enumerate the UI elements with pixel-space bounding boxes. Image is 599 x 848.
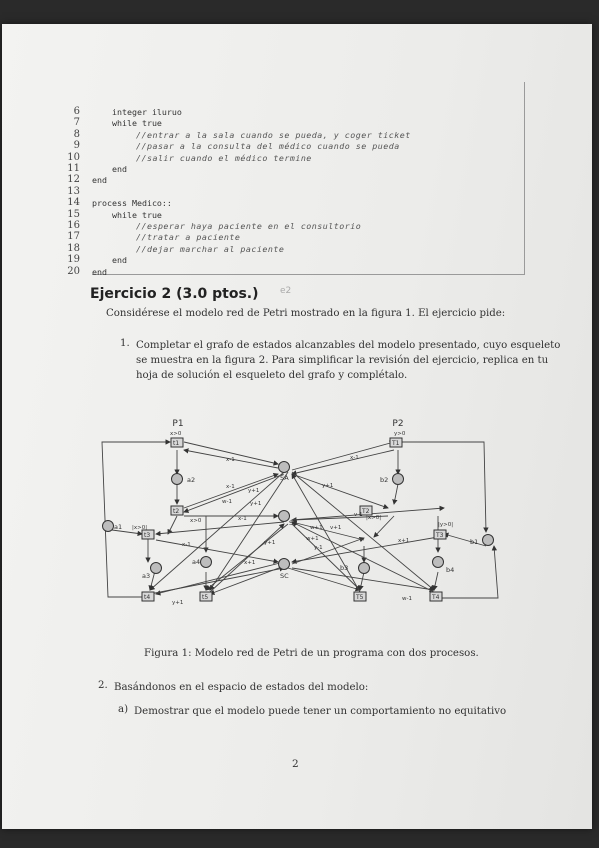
code-line-number: 12: [67, 174, 80, 186]
petri-net-figure: P1 P2 a2 a1 a3 a4 b2 b1 b3 b4: [98, 412, 506, 630]
place-a1-label: a1: [114, 523, 122, 531]
op-18: w-1: [402, 596, 412, 602]
code-line-number: 19: [67, 254, 80, 266]
exercise-intro: Considérese el modelo red de Petri mostr…: [106, 308, 506, 319]
code-line-number: 20: [67, 265, 80, 277]
page-number: 2: [292, 758, 299, 770]
op-5: y+1: [250, 501, 261, 507]
op-10: y+1: [264, 540, 275, 546]
code-line-text: while true: [92, 209, 162, 220]
paper-sheet: 6 integer iluruo 7 while true 8 //entrar a…: [2, 24, 592, 829]
code-line-text: while true: [92, 118, 162, 129]
op-13: v+1: [330, 525, 341, 531]
place-sb-label: SB: [289, 519, 298, 527]
item-1-number: 1.: [120, 338, 130, 349]
item-2-text: Basándonos en el espacio de estados del …: [114, 682, 369, 693]
place-sc-label: SC: [280, 572, 289, 580]
op-17: x+1: [398, 538, 409, 544]
item-2a-text: Demostrar que el modelo puede tener un c…: [134, 706, 507, 717]
petri-net-diagram: P1 P2 a2 a1 a3 a4 b2 b1 b3 b4: [101, 419, 499, 606]
item-2-number: 2.: [98, 680, 108, 691]
item-1-line-2: se muestra en la figura 2. Para simplifi…: [136, 355, 549, 366]
place-a2-label: a2: [187, 476, 195, 484]
code-line-text: integer iluruo: [92, 107, 182, 117]
arcs: [101, 439, 499, 599]
figure-caption: Figura 1: Modelo red de Petri de un prog…: [144, 648, 479, 659]
code-line-number: 8: [73, 128, 80, 140]
transition-t3-label: t3: [144, 532, 150, 539]
code-line-number: 14: [67, 197, 80, 209]
transition-T5-label: T5: [355, 594, 364, 601]
op-19: x+1: [244, 560, 255, 566]
transition-t1-label: t1: [173, 440, 179, 447]
transition-t4-label: t4: [144, 594, 150, 601]
code-listing: 6 integer iluruo 7 while true 8 //entrar a…: [67, 82, 525, 277]
place-sa-label: SA: [280, 474, 289, 482]
place-a4-label: a4: [192, 558, 200, 566]
transitions: [141, 437, 447, 602]
op-6: y+1: [322, 483, 333, 489]
code-line-text: //dejar marchar al paciente: [92, 243, 285, 254]
op-14: y+1: [172, 600, 183, 606]
code-line-number: 15: [67, 208, 80, 220]
transition-T1-label: T1: [391, 440, 400, 447]
guard-6: |y>0|: [438, 522, 453, 528]
op-9: x-1: [238, 516, 247, 522]
place-b1-label: b1: [470, 538, 478, 546]
place-b4-label: b4: [446, 566, 454, 574]
item-1-line-1: Completar el grafo de estados alcanzable…: [136, 340, 561, 351]
op-7: x-1: [350, 455, 359, 461]
code-line-number: 9: [73, 140, 80, 152]
code-line-text: //salir cuando el médico termine: [92, 152, 312, 163]
transition-T2-label: T2: [361, 508, 370, 515]
op-16: y-1: [314, 545, 323, 551]
transition-T3-label: T3: [435, 532, 444, 539]
op-3: w-1: [222, 499, 232, 505]
code-line-text: //entrar a la sala cuando se pueda, y co…: [92, 129, 411, 140]
code-line-number: 11: [67, 163, 80, 174]
op-15: w+1: [306, 536, 319, 542]
place-b3-label: b3: [340, 564, 348, 572]
op-4: y+1: [248, 488, 259, 494]
code-line-text: end: [92, 255, 127, 266]
place-a3-label: a3: [142, 572, 150, 580]
guard-4: y>0: [394, 431, 406, 437]
process-label-p1: P1: [172, 419, 183, 429]
item-2a-label: a): [118, 704, 129, 715]
guard-2: |x>0|: [132, 525, 147, 531]
transition-t5-label: t5: [202, 594, 208, 601]
transition-T4-label: T4: [431, 594, 440, 601]
code-line-text: end: [92, 175, 107, 186]
transition-t2-label: t2: [173, 508, 179, 515]
op-2: x-1: [226, 484, 235, 490]
code-line-text: //pasar a la consulta del médico cuando …: [92, 141, 400, 152]
guard-3: x>0: [190, 518, 202, 524]
code-line-number: 10: [67, 151, 80, 163]
code-line-number: 16: [67, 220, 80, 231]
code-line-text: //esperar haya paciente en el consultori…: [92, 221, 362, 231]
place-b2-label: b2: [380, 476, 388, 484]
code-line-number: 7: [73, 117, 80, 129]
op-12: x-1: [182, 542, 191, 548]
guard-5: |x>0|: [366, 515, 381, 521]
code-line-text: end: [92, 266, 107, 277]
item-1-line-3: hoja de solución el esqueleto del grafo …: [136, 370, 408, 381]
code-line-number: 17: [67, 231, 80, 243]
code-line-text: process Medico::: [92, 198, 172, 209]
exercise-title: Ejercicio 2 (3.0 ptos.): [90, 286, 259, 302]
code-line-text: //tratar a paciente: [92, 232, 241, 243]
process-label-p2: P2: [392, 419, 403, 429]
op-1: x-1: [226, 457, 235, 463]
faint-mark: e2: [280, 286, 292, 296]
op-11: w+1: [310, 525, 323, 531]
guard-1: x>0: [170, 431, 182, 437]
places: [102, 461, 494, 574]
op-8: v-1: [354, 512, 363, 518]
code-line-number: 13: [67, 185, 80, 197]
code-line-number: 6: [73, 106, 80, 117]
arc-annotations: x>0 |x>0| x>0 y>0 |x>0| |y>0| x-1 x-1 w-…: [132, 431, 453, 606]
code-line-number: 18: [67, 242, 80, 254]
code-line-text: end: [92, 164, 127, 174]
